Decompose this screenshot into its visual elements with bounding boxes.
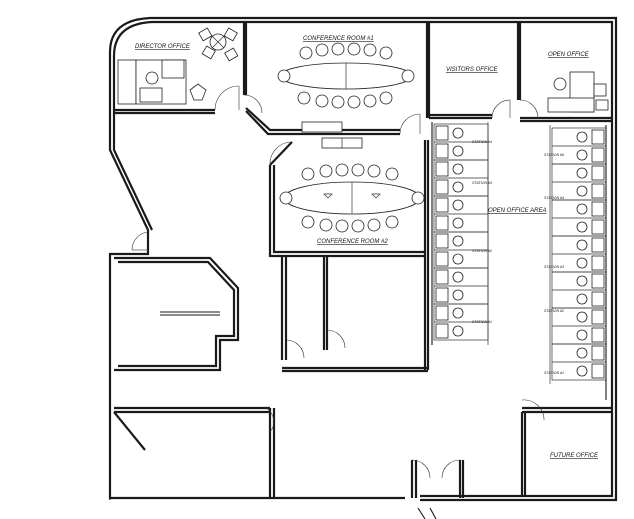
- desk: [591, 327, 605, 343]
- chair: [576, 311, 588, 323]
- station-label: STATION #1: [544, 371, 564, 375]
- station-label: STATION #3: [472, 181, 492, 185]
- desk: [435, 269, 449, 285]
- label-conference-room-1: CONFERENCE ROOM #1: [303, 36, 374, 42]
- station-label: STATION #3: [544, 265, 564, 269]
- chair: [576, 347, 588, 359]
- desk: [435, 287, 449, 303]
- desk: [435, 251, 449, 267]
- chair: [452, 199, 464, 211]
- desk: [591, 237, 605, 253]
- desk: [435, 233, 449, 249]
- desk: [591, 345, 605, 361]
- outer-walls: [108, 16, 618, 502]
- station-label: STATION #2: [544, 309, 564, 313]
- station-label: STATION #1: [472, 320, 492, 324]
- station-label: STATION #4: [544, 196, 564, 200]
- desk: [435, 323, 449, 339]
- desk: [591, 165, 605, 181]
- label-open-office: OPEN OFFICE: [548, 52, 590, 58]
- desk: [435, 305, 449, 321]
- chair: [452, 127, 464, 139]
- desk: [435, 125, 449, 141]
- chair: [576, 239, 588, 251]
- label-open-office-area: OPEN OFFICE AREA: [488, 208, 546, 214]
- director-furniture: [117, 27, 239, 105]
- conference-table-1: [277, 42, 415, 149]
- chair: [452, 163, 464, 175]
- desk: [435, 161, 449, 177]
- chair: [576, 167, 588, 179]
- chair: [452, 307, 464, 319]
- workstations: [431, 122, 607, 400]
- chair: [452, 253, 464, 265]
- chair: [576, 221, 588, 233]
- chair: [452, 181, 464, 193]
- open-office-furniture: [547, 71, 609, 113]
- chair: [452, 271, 464, 283]
- desk: [591, 183, 605, 199]
- desk: [435, 197, 449, 213]
- desk: [591, 147, 605, 163]
- chair: [452, 289, 464, 301]
- chair: [452, 325, 464, 337]
- chair: [452, 145, 464, 157]
- chair: [576, 257, 588, 269]
- chair: [576, 203, 588, 215]
- conference-table-2: [279, 163, 425, 233]
- door-swings: [131, 85, 545, 479]
- station-label: STATION #2: [472, 249, 492, 253]
- chair: [452, 217, 464, 229]
- desk: [591, 291, 605, 307]
- label-future-office: FUTURE OFFICE: [550, 453, 599, 459]
- chair: [576, 275, 588, 287]
- station-label: STATION #5: [544, 153, 564, 157]
- desk: [591, 201, 605, 217]
- desk: [591, 219, 605, 235]
- interior-walls: [113, 22, 612, 519]
- desk: [435, 215, 449, 231]
- chair: [452, 235, 464, 247]
- chair: [576, 185, 588, 197]
- chair: [576, 293, 588, 305]
- label-director-office: DIRECTOR OFFICE: [135, 44, 191, 50]
- desk: [435, 143, 449, 159]
- desk: [591, 129, 605, 145]
- label-visitors-office: VISITORS OFFICE: [446, 67, 499, 73]
- desk: [591, 309, 605, 325]
- desk: [591, 273, 605, 289]
- desk: [591, 255, 605, 271]
- chair: [576, 149, 588, 161]
- label-conference-room-2: CONFERENCE ROOM #2: [317, 239, 388, 245]
- chair: [576, 365, 588, 377]
- desk: [435, 179, 449, 195]
- chair: [576, 329, 588, 341]
- desk: [591, 363, 605, 379]
- chair: [576, 131, 588, 143]
- station-label: STATION #4: [472, 140, 492, 144]
